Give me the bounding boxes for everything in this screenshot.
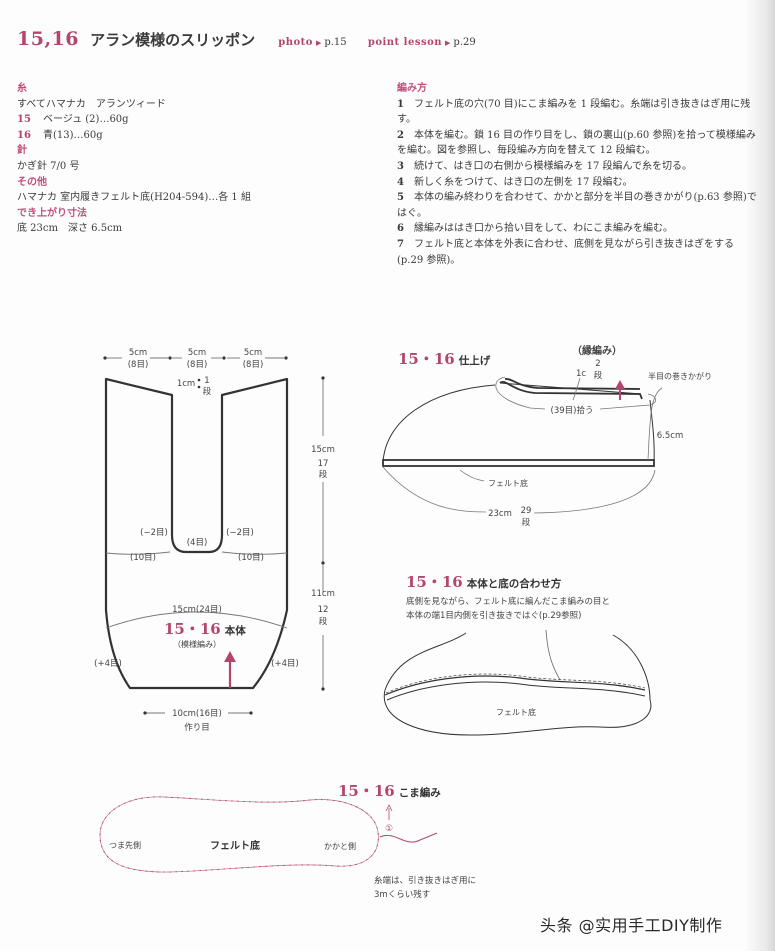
yarn-tail-note: 糸端は、引き抜きはぎ用に 3mくらい残す — [374, 876, 477, 900]
size-value: 底 23cm 深さ 6.5cm — [17, 223, 123, 235]
svg-text:5cm: 5cm — [129, 348, 147, 358]
svg-text:(8目): (8目) — [128, 360, 149, 370]
svg-text:(10目): (10目) — [130, 553, 156, 563]
page-title: 15,16 アラン模様のスリッポン photo▶p.15 point lesso… — [17, 28, 476, 50]
svg-text:（模様編み）: （模様編み） — [173, 639, 221, 649]
join-diagram-note: 底側を見ながら、フェルト底に編んだこま編みの目と 本体の端1目内側を引き抜きでは… — [406, 597, 611, 621]
instructions-heading: 編み方 — [397, 83, 427, 94]
pattern-number: 15,16 — [17, 28, 79, 50]
svg-text:15cm(24目): 15cm(24目) — [172, 605, 222, 615]
svg-text:2: 2 — [595, 359, 600, 369]
svg-text:5cm: 5cm — [188, 348, 206, 358]
needle-value: かぎ針 7/0 号 — [17, 160, 80, 172]
pattern-title: アラン模様のスリッポン — [90, 31, 256, 49]
svg-text:(+4目): (+4目) — [271, 659, 299, 669]
svg-text:①: ① — [385, 824, 393, 834]
svg-text:(4目): (4目) — [187, 538, 208, 548]
svg-text:段: 段 — [319, 616, 328, 627]
svg-text:5cm: 5cm — [244, 348, 262, 358]
round-start-arrow-icon — [385, 804, 393, 820]
svg-text:11cm: 11cm — [311, 589, 335, 599]
yarn-heading: 糸 — [17, 83, 27, 94]
svg-text:作り目: 作り目 — [184, 722, 210, 733]
photo-reference: photo▶p.15 — [278, 37, 347, 48]
svg-text:(39目)拾う: (39目)拾う — [551, 405, 594, 416]
other-heading: その他 — [17, 176, 47, 188]
svg-text:半目の巻きかがり: 半目の巻きかがり — [648, 371, 712, 381]
size-heading: でき上がり寸法 — [17, 207, 87, 219]
other-value: ハマナカ 室内履きフェルト底(H204-594)…各 1 組 — [17, 192, 251, 204]
svg-text:29: 29 — [521, 506, 532, 516]
lesson-reference: point lesson▶p.29 — [367, 37, 476, 48]
svg-text:1c: 1c — [576, 369, 586, 379]
svg-text:23cm: 23cm — [488, 509, 512, 519]
svg-text:(8目): (8目) — [187, 360, 208, 370]
svg-text:12: 12 — [318, 605, 329, 615]
single-crochet-stitches — [99, 796, 379, 873]
triangle-right-icon: ▶ — [445, 39, 451, 47]
svg-text:（縁編み）: （縁編み） — [572, 344, 622, 357]
svg-text:つま先側: つま先側 — [109, 840, 141, 850]
svg-text:(−2目): (−2目) — [226, 528, 254, 538]
finish-direction-arrow-icon — [615, 380, 625, 400]
svg-text:(+4目): (+4目) — [94, 659, 122, 669]
svg-text:段: 段 — [203, 386, 212, 397]
svg-text:17: 17 — [318, 459, 329, 469]
book-binding-shadow — [745, 0, 775, 951]
svg-text:段: 段 — [594, 370, 603, 381]
watermark: 头条 @实用手工DIY制作 — [540, 916, 723, 935]
svg-text:10cm(16目): 10cm(16目) — [172, 709, 222, 719]
svg-text:フェルト底: フェルト底 — [496, 707, 536, 717]
svg-text:フェルト底: フェルト底 — [210, 839, 260, 852]
yarn-tail — [379, 832, 438, 843]
svg-text:段: 段 — [319, 469, 328, 480]
svg-text:かかと側: かかと側 — [324, 841, 356, 851]
triangle-right-icon: ▶ — [315, 39, 322, 47]
svg-text:(8目): (8目) — [243, 360, 264, 370]
svg-text:1: 1 — [204, 376, 209, 386]
svg-text:フェルト底: フェルト底 — [488, 478, 528, 488]
svg-text:(−2目): (−2目) — [140, 528, 168, 538]
needle-heading: 針 — [17, 145, 27, 157]
svg-text:(10目): (10目) — [238, 553, 264, 563]
svg-text:段: 段 — [522, 517, 531, 528]
knitting-direction-arrow-icon — [224, 651, 236, 688]
svg-text:6.5cm: 6.5cm — [657, 431, 683, 441]
svg-text:1cm: 1cm — [177, 379, 195, 389]
yarn-brand: すべてハマナカ アランツィード — [17, 98, 166, 110]
svg-text:15cm: 15cm — [311, 445, 335, 455]
